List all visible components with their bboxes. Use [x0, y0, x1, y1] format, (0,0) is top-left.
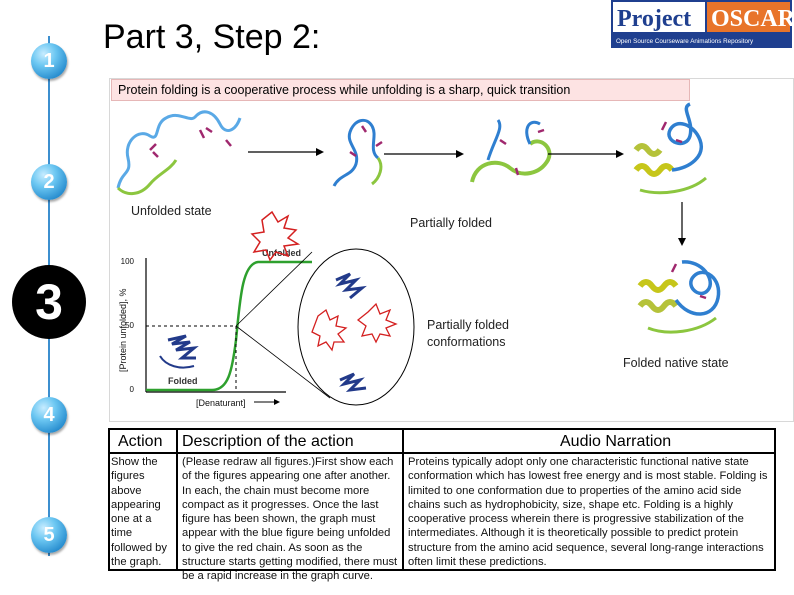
label-partially-folded: Partially folded: [410, 216, 492, 230]
logo-tagline: Open Source Courseware Animations Reposi…: [616, 38, 754, 45]
collapsing-chain-figure: [332, 118, 383, 187]
label-unfolded-state: Unfolded state: [131, 204, 212, 218]
step-1-marker[interactable]: 1: [31, 43, 67, 79]
step-2-marker[interactable]: 2: [31, 164, 67, 200]
header-description: Description of the action: [182, 433, 354, 450]
graph-folded-label: Folded: [168, 376, 198, 386]
y-tick-100: 100: [121, 257, 135, 266]
nearly-folded-chain-figure: [633, 102, 707, 195]
label-folded-native-state: Folded native state: [623, 356, 729, 370]
logo-word-project: Project: [617, 6, 691, 32]
graph-y-label: [Protein unfolded], %: [118, 288, 128, 372]
page-title: Part 3, Step 2:: [103, 18, 321, 56]
step-5-marker[interactable]: 5: [31, 517, 67, 553]
partially-folded-chain-figure: [470, 119, 552, 183]
conformations-ellipse: [297, 248, 415, 406]
logo-word-oscar: OSCAR: [711, 6, 792, 32]
folded-native-chain-figure: [637, 260, 721, 334]
header-audio: Audio Narration: [560, 433, 672, 450]
graph-unfolded-label: Unfolded: [262, 248, 301, 258]
audio-narration-text: Proteins typically adopt only one charac…: [408, 456, 768, 567]
denaturation-graph: 100 50 0 [Protein unfolded], % [Denatura…: [118, 210, 312, 408]
description-text: (Please redraw all figures.)First show e…: [182, 456, 398, 583]
label-partially-folded-conformations: Partially folded conformations: [427, 318, 509, 349]
step-3-marker[interactable]: 3: [12, 265, 86, 339]
step-4-marker[interactable]: 4: [31, 397, 67, 433]
unfolded-chain-figure: [116, 110, 242, 195]
header-action: Action: [118, 433, 163, 450]
action-table: Action Description of the action Audio N…: [108, 428, 776, 582]
headline-bar: Protein folding is a cooperative process…: [111, 79, 690, 101]
y-tick-0: 0: [130, 385, 135, 394]
project-oscar-logo: Project OSCAR Open Source Courseware Ani…: [611, 0, 794, 48]
graph-x-label: [Denaturant]: [196, 398, 246, 408]
y-tick-50: 50: [125, 321, 134, 330]
figure-panel: [109, 78, 794, 422]
action-text: Show the figures above appearing one at …: [111, 456, 167, 569]
